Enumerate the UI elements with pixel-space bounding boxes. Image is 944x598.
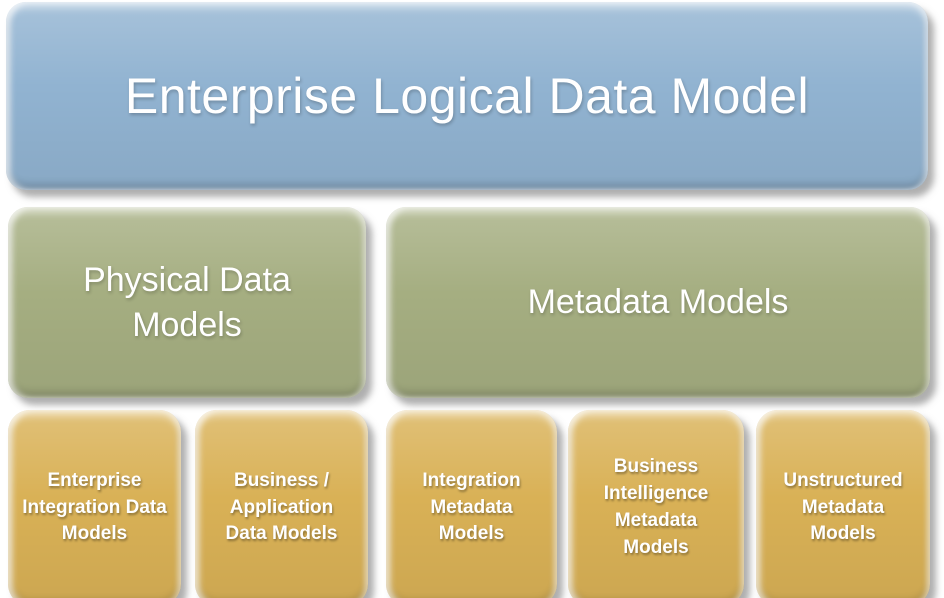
node-integration-metadata-models: Integration Metadata Models (386, 410, 557, 598)
node-label: Enterprise Logical Data Model (124, 68, 810, 124)
node-enterprise-logical-data-model: Enterprise Logical Data Model (6, 2, 928, 190)
node-physical-data-models: Physical Data Models (8, 207, 366, 398)
node-enterprise-integration-data-models: Enterprise Integration Data Models (8, 410, 181, 598)
node-label: Physical Data Models (83, 261, 291, 344)
node-business-application-data-models: Business / Application Data Models (195, 410, 368, 598)
node-unstructured-metadata-models: Unstructured Metadata Models (756, 410, 930, 598)
node-label: Business / Application Data Models (225, 469, 338, 545)
node-label: Integration Metadata Models (422, 469, 521, 545)
node-label: Enterprise Integration Data Models (22, 469, 167, 545)
node-metadata-models: Metadata Models (386, 207, 930, 398)
node-label: Metadata Models (527, 283, 789, 322)
node-label: Unstructured Metadata Models (783, 469, 903, 545)
node-label: Business Intelligence Metadata Models (603, 456, 709, 558)
node-business-intelligence-metadata-models: Business Intelligence Metadata Models (568, 410, 744, 598)
